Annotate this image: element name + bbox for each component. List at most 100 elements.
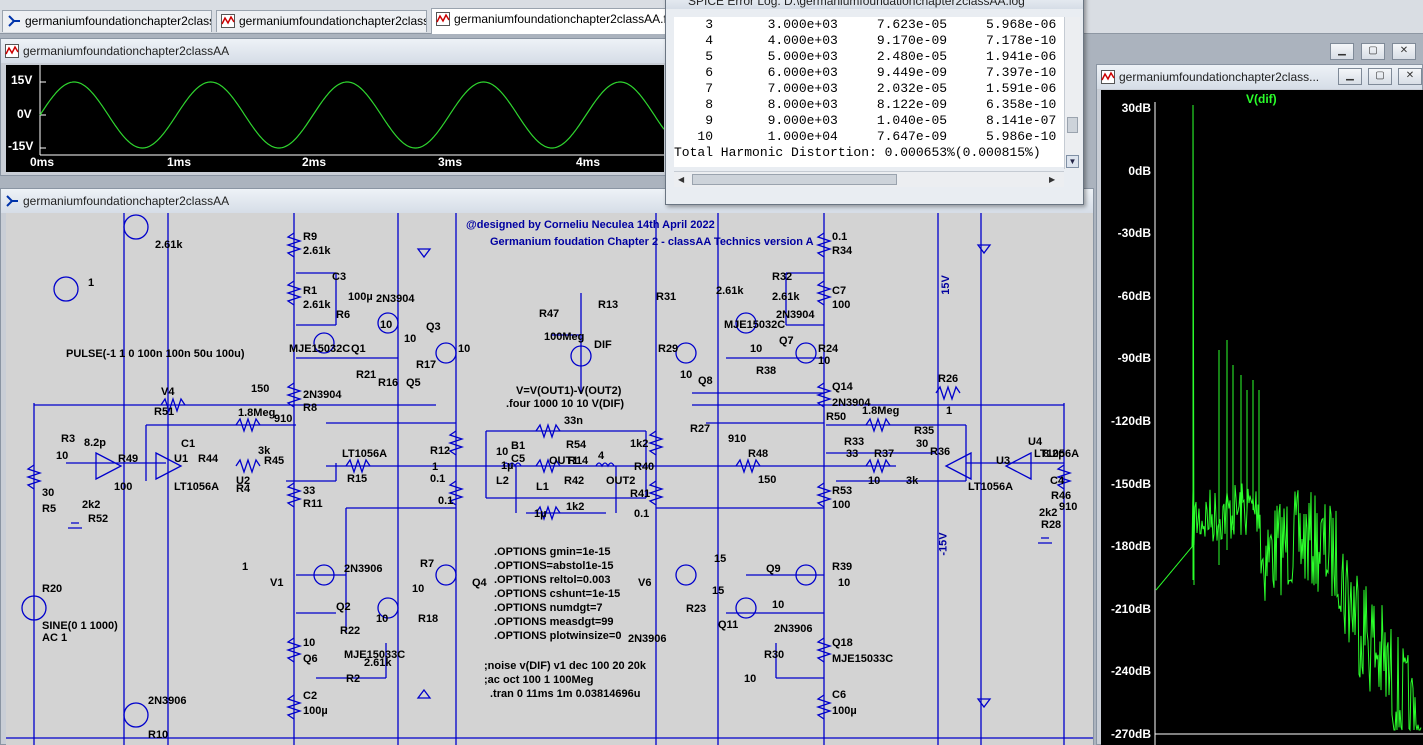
component-label: 1 <box>88 277 95 289</box>
expr-dif: V=V(OUT1)-V(OUT2) <box>516 385 622 397</box>
fft-y-tick-label: -180dB <box>1110 539 1151 554</box>
negative-rail-label: -15V <box>937 532 950 556</box>
component-label: R53 <box>832 485 853 497</box>
close-button[interactable]: ✕ <box>1392 43 1416 60</box>
component-label: LT1056A <box>1034 448 1080 460</box>
component-label: R49 <box>118 453 139 465</box>
component-label: LT1056A <box>968 481 1014 493</box>
spice-option-line: .OPTIONS plotwinsize=0 <box>494 630 622 642</box>
log-row: 9 9.000e+03 1.040e-05 8.141e-07 <box>674 113 1057 128</box>
maximize-button[interactable]: ▢ <box>1368 68 1392 85</box>
component-label: 33n <box>564 415 583 427</box>
component-label: Q1 <box>351 343 366 355</box>
component-label: Q3 <box>426 321 441 333</box>
component-label: 2.61k <box>303 245 331 257</box>
spice-option-line: .OPTIONS=abstol1e-15 <box>494 560 614 572</box>
schematic-canvas[interactable]: @designed by Corneliu Neculea 14th April… <box>6 213 1093 745</box>
fft-y-tick-label: -270dB <box>1110 727 1151 741</box>
component-label: R31 <box>656 291 677 303</box>
pulse-source-value: PULSE(-1 1 0 100n 100n 50u 100u) <box>66 348 245 360</box>
component-label: R51 <box>154 406 175 418</box>
hscroll-thumb[interactable] <box>692 174 897 185</box>
component-label: R47 <box>539 308 560 320</box>
ac-source-value: AC 1 <box>42 632 68 644</box>
fft-y-tick-label: -120dB <box>1110 414 1151 428</box>
maximize-button[interactable]: ▢ <box>1361 43 1385 60</box>
component-label: 10 <box>496 446 509 458</box>
thd-result: Total Harmonic Distortion: 0.000653%(0.0… <box>674 145 1041 160</box>
component-label: 2N3906 <box>148 695 187 707</box>
design-credit: @designed by Corneliu Neculea 14th April… <box>466 219 715 231</box>
component-label: R20 <box>42 583 63 595</box>
tab-fft[interactable]: germaniumfoundationchapter2classAA.fft <box>431 8 667 34</box>
component-label: 2k2 <box>1039 507 1058 519</box>
component-label: R22 <box>340 625 361 637</box>
component-label: 910 <box>728 433 747 445</box>
component-label: R34 <box>832 245 853 257</box>
x-tick-label: 0ms <box>30 155 55 169</box>
component-label: 1 <box>946 405 953 417</box>
component-label: 10 <box>838 577 851 589</box>
waveform-window-titlebar[interactable]: germaniumfoundationchapter2classAA <box>1 39 669 63</box>
component-label: MJE15032C <box>724 319 786 331</box>
component-label: L1 <box>536 481 549 493</box>
component-label: R3 <box>61 433 76 445</box>
fft-y-tick-label: -30dB <box>1117 226 1151 241</box>
horizontal-scrollbar[interactable]: ◀ ▶ <box>674 171 1064 187</box>
scroll-right-arrow-icon[interactable]: ▶ <box>1049 175 1056 184</box>
scroll-down-arrow-icon[interactable]: ▼ <box>1066 155 1079 168</box>
fft-y-tick-label: 30dB <box>1121 101 1151 115</box>
component-label: 0.1 <box>832 231 848 243</box>
component-label: 33 <box>303 485 316 497</box>
component-label: 10 <box>412 583 425 595</box>
spice-option-line: .OPTIONS measdgt=99 <box>494 616 614 628</box>
component-label: 10 <box>404 333 417 345</box>
component-label: 2N3906 <box>774 623 813 635</box>
minimize-button[interactable]: ▁ <box>1338 68 1362 85</box>
component-label: 10 <box>380 319 393 331</box>
minimize-button[interactable]: ▁ <box>1330 43 1354 60</box>
component-label: R5 <box>42 503 57 515</box>
component-label: R1 <box>303 285 318 297</box>
y-tick-label: 0V <box>17 107 32 121</box>
log-text-area[interactable]: 3 3.000e+03 7.623e-05 5.968e-06 4 4.000e… <box>674 17 1064 167</box>
component-label: R26 <box>938 373 959 385</box>
component-label: LT1056A <box>174 481 220 493</box>
fft-y-tick-label: -90dB <box>1117 351 1151 366</box>
component-label: 100µ <box>348 291 373 303</box>
close-button[interactable]: ✕ <box>1398 68 1422 85</box>
component-label: R29 <box>658 343 679 355</box>
vertical-scrollbar[interactable]: ▼ <box>1064 17 1080 169</box>
component-label: 10 <box>56 450 69 462</box>
waveform-plot[interactable]: 15V 0V -15V 0ms 1ms 2ms 3ms 4ms <box>6 65 664 172</box>
component-label: OUT2 <box>606 475 636 487</box>
component-label: R30 <box>764 649 785 661</box>
component-label: 2.61k <box>155 239 183 251</box>
component-label: R15 <box>347 473 368 485</box>
component-label: C1 <box>181 438 196 450</box>
component-label: 150 <box>758 474 777 486</box>
component-label: 8.2p <box>84 437 107 449</box>
component-label: 910 <box>274 413 293 425</box>
y-tick-label: -15V <box>8 139 34 153</box>
component-label: R8 <box>303 402 318 414</box>
y-tick-label: 15V <box>11 73 33 87</box>
component-label: R6 <box>336 309 351 321</box>
spice-directive-line: .tran 0 11ms 1m 0.03814696u <box>490 688 641 700</box>
component-label: R45 <box>264 455 285 467</box>
component-label: R24 <box>818 343 839 355</box>
component-label: 1.8Meg <box>238 407 276 419</box>
tab-schematic[interactable]: germaniumfoundationchapter2classAA <box>2 10 212 32</box>
spice-error-log-window: SPICE Error Log: D:\germaniumfoundationc… <box>665 0 1084 205</box>
fft-window-titlebar[interactable]: germaniumfoundationchapter2class... <box>1097 65 1422 89</box>
component-label: B1 <box>511 440 526 452</box>
log-row: 4 4.000e+03 9.170e-09 7.178e-10 <box>674 33 1057 48</box>
spice-option-line: .OPTIONS cshunt=1e-15 <box>494 588 621 600</box>
log-window-titlebar[interactable]: SPICE Error Log: D:\germaniumfoundationc… <box>666 0 1083 9</box>
tab-waveform[interactable]: germaniumfoundationchapter2classAA <box>216 10 427 32</box>
scroll-left-arrow-icon[interactable]: ◀ <box>678 175 685 184</box>
component-label: 15 <box>712 585 725 597</box>
scroll-thumb[interactable] <box>1067 117 1078 133</box>
component-label: 10 <box>744 673 757 685</box>
